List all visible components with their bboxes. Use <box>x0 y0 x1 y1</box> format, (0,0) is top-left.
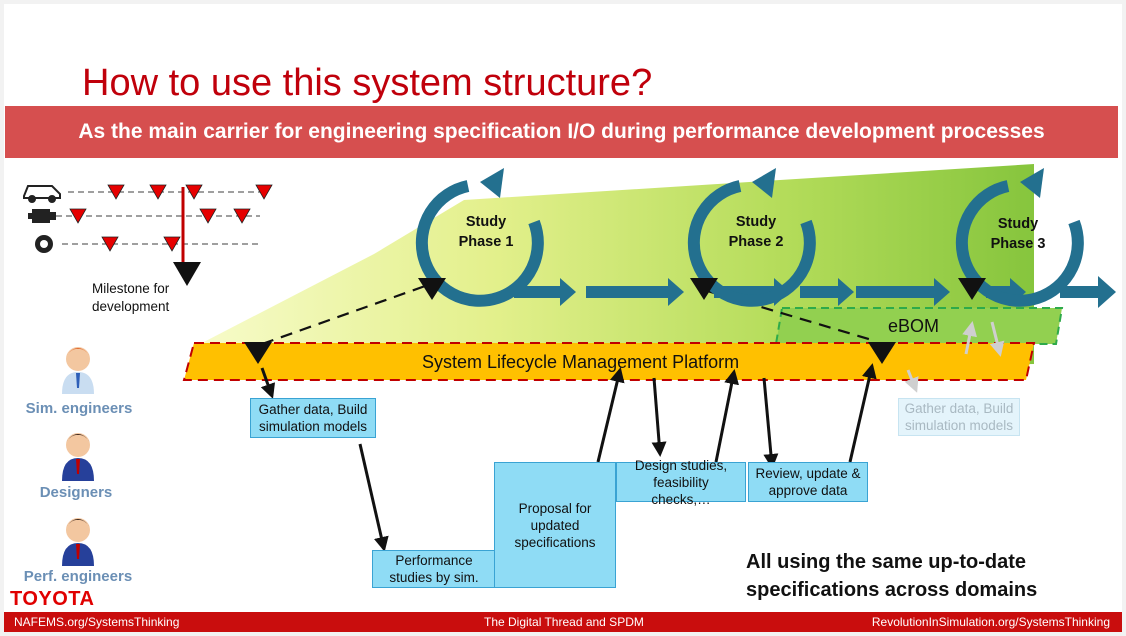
ebom-label: eBOM <box>888 316 940 336</box>
footer-center-text: The Digital Thread and SPDM <box>484 615 644 629</box>
phase-2-label: Study Phase 2 <box>720 212 792 252</box>
phase-3-line2: Phase 3 <box>990 236 1046 252</box>
phase-3-line1: Study <box>997 216 1039 232</box>
role-designers: Designers <box>6 484 146 501</box>
designer-avatar <box>62 433 94 481</box>
role-perf-engineers: Perf. engineers <box>8 568 148 585</box>
role-label: Perf. engineers <box>23 568 133 585</box>
platform-bar <box>182 342 1036 381</box>
footer-bar: NAFEMS.org/SystemsThinking The Digital T… <box>4 612 1122 632</box>
sim-engineer-avatar <box>62 347 94 394</box>
phase-1-line2: Phase 1 <box>458 234 514 250</box>
platform-label: System Lifecycle Management Platform <box>422 352 740 372</box>
subtitle-banner: As the main carrier for engineering spec… <box>5 106 1118 158</box>
milestone-label: Milestone for development <box>92 281 170 314</box>
car-icon <box>23 185 61 203</box>
engine-icon <box>28 209 56 223</box>
step-design-studies: Design studies, feasibility checks,… <box>616 458 746 507</box>
phase-2-line2: Phase 2 <box>728 234 784 250</box>
role-label: Designers <box>39 484 113 501</box>
note-text: All using the same up-to-date specificat… <box>746 548 1037 604</box>
phase-2-line1: Study <box>735 214 777 230</box>
role-label: Sim. engineers <box>25 400 133 417</box>
slide-title: How to use this system structure? <box>82 62 653 104</box>
step-proposal: Proposal for updated specifications <box>494 462 616 588</box>
step-review: Review, update & approve data <box>748 462 868 502</box>
footer-right-link[interactable]: RevolutionInSimulation.org/SystemsThinki… <box>871 615 1110 629</box>
perf-engineer-avatar <box>62 518 94 566</box>
slide: How to use this system structure? As the… <box>4 4 1122 632</box>
process-diagram <box>23 164 1116 566</box>
phase-1-label: Study Phase 1 <box>450 212 522 252</box>
role-sim-engineers: Sim. engineers <box>9 400 149 417</box>
phase-3-label: Study Phase 3 <box>982 214 1054 254</box>
phase-1-line1: Study <box>465 214 507 230</box>
step-gather-data: Gather data, Build simulation models <box>250 398 376 438</box>
note-line1: All using the same up-to-date <box>746 551 1027 573</box>
wheel-icon <box>35 235 53 253</box>
step-performance-studies: Performance studies by sim. <box>372 550 496 588</box>
ebom-block <box>774 307 1064 345</box>
footer-left-link[interactable]: NAFEMS.org/SystemsThinking <box>14 615 180 629</box>
banner-text: As the main carrier for engineering spec… <box>78 120 1045 143</box>
note-line2: specifications across domains <box>746 579 1038 601</box>
toyota-logo: TOYOTA <box>10 588 95 610</box>
step-gather-data-faded: Gather data, Build simulation models <box>898 398 1020 436</box>
